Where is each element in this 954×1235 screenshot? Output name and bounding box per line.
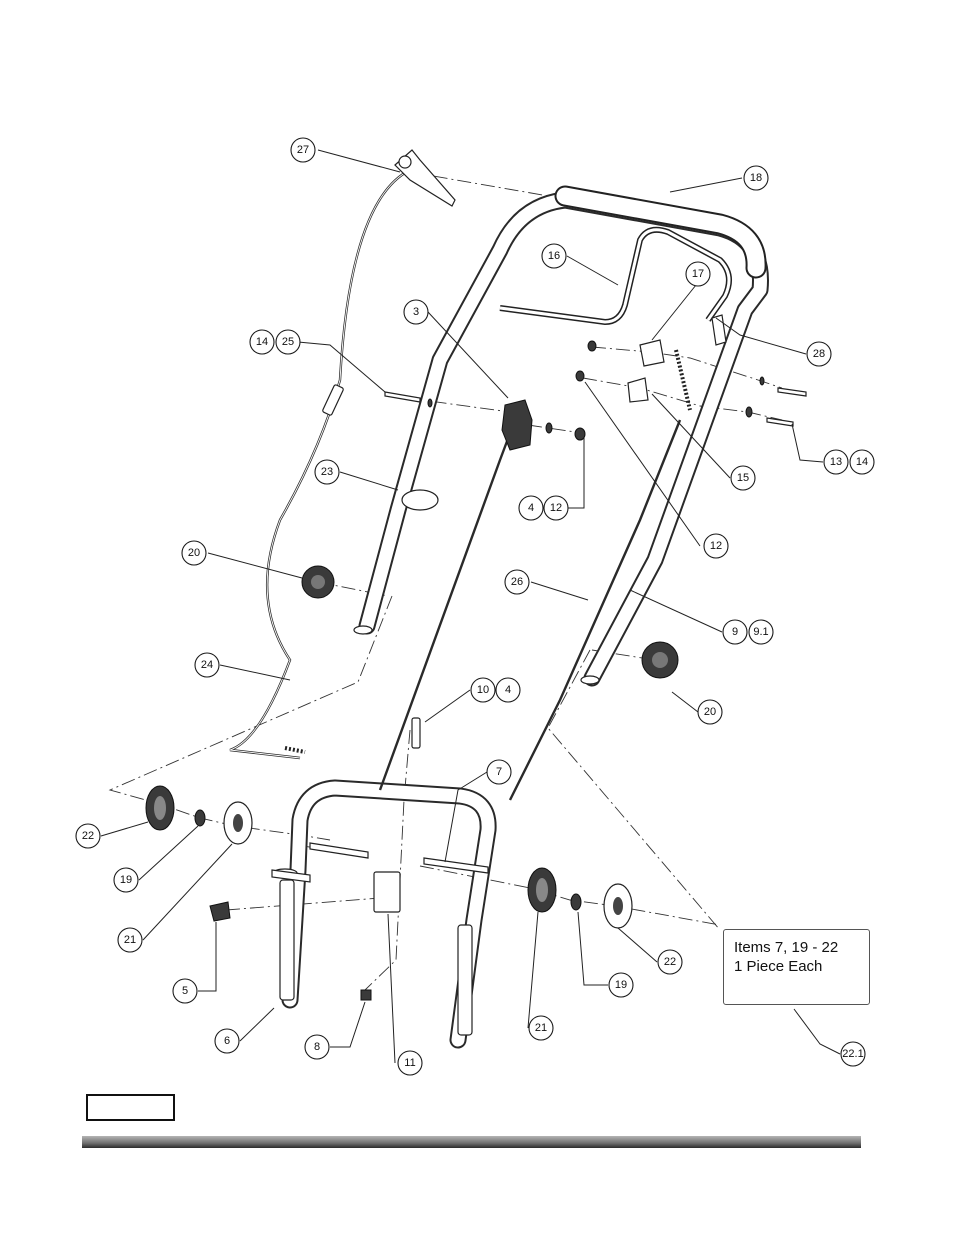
callout-5: 5 [172,978,198,1004]
svg-text:22.1: 22.1 [842,1048,863,1060]
callout-26: 26 [504,569,530,595]
callout-19b: 19 [608,972,634,998]
svg-text:16: 16 [548,250,560,262]
callout-25: 25 [275,329,301,355]
callout-7: 7 [486,759,512,785]
lower-handle [272,779,497,1049]
callout-9-1: 9.1 [748,619,774,645]
svg-text:20: 20 [188,547,200,559]
svg-text:12: 12 [550,502,562,514]
callout-16: 16 [541,243,567,269]
callout-6: 6 [214,1028,240,1054]
callout-20b: 20 [697,699,723,725]
svg-text:11: 11 [404,1057,415,1069]
svg-text:6: 6 [224,1035,230,1047]
callout-10: 10 [470,677,496,703]
callout-15: 15 [730,465,756,491]
svg-text:22: 22 [664,956,676,968]
svg-text:15: 15 [737,472,749,484]
svg-text:9: 9 [732,626,738,638]
callout-8: 8 [304,1034,330,1060]
footer-rule [82,1136,861,1148]
callout-23: 23 [314,459,340,485]
svg-text:21: 21 [124,934,136,946]
svg-text:8: 8 [314,1041,320,1053]
callout-22-1: 22.1 [840,1041,866,1067]
svg-text:4: 4 [505,684,511,696]
svg-text:13: 13 [830,456,842,468]
callout-14b: 14 [849,449,875,475]
svg-text:20: 20 [704,706,716,718]
callout-4b: 4 [495,677,521,703]
svg-text:21: 21 [535,1022,547,1034]
svg-text:25: 25 [282,336,294,348]
kit-note-line-1: Items 7, 19 - 22 [734,939,839,956]
svg-text:26: 26 [511,576,523,588]
callout-21b: 21 [528,1015,554,1041]
svg-text:5: 5 [182,985,188,997]
control-cable [229,168,692,801]
callouts: 27 18 16 17 3 14 25 28 15 13 14 23 4 12 … [75,137,875,1076]
svg-text:17: 17 [692,268,704,280]
svg-text:19: 19 [615,979,627,991]
upper-handle [353,185,769,687]
callout-21: 21 [117,927,143,953]
svg-text:12: 12 [710,540,722,552]
callout-3: 3 [403,299,429,325]
svg-text:22: 22 [82,830,94,842]
svg-text:27: 27 [297,144,309,156]
callout-12b: 12 [703,533,729,559]
svg-text:14: 14 [856,456,868,468]
callout-27: 27 [290,137,316,163]
svg-text:3: 3 [413,306,419,318]
callout-4: 4 [518,495,544,521]
svg-text:24: 24 [201,659,213,671]
page-number-box [86,1094,175,1121]
callout-24: 24 [194,652,220,678]
kit-note-line-2: 1 Piece Each [734,958,823,975]
kit-note-box: Items 7, 19 - 22 1 Piece Each [723,929,870,1005]
callout-19: 19 [113,867,139,893]
callout-11: 11 [397,1050,423,1076]
callout-22b: 22 [657,949,683,975]
leader-lines [100,149,841,1064]
callout-12: 12 [543,495,569,521]
svg-text:23: 23 [321,466,333,478]
callout-18: 18 [743,165,769,191]
svg-text:14: 14 [256,336,268,348]
callout-17: 17 [685,261,711,287]
callout-14: 14 [249,329,275,355]
svg-text:9.1: 9.1 [753,626,768,638]
svg-text:10: 10 [477,684,489,696]
callout-20: 20 [181,540,207,566]
callout-9: 9 [722,619,748,645]
callout-13: 13 [823,449,849,475]
callout-22: 22 [75,823,101,849]
svg-text:19: 19 [120,874,132,886]
svg-text:18: 18 [750,172,762,184]
svg-text:4: 4 [528,502,534,514]
callout-28: 28 [806,341,832,367]
svg-text:28: 28 [813,348,825,360]
svg-text:7: 7 [496,766,502,778]
